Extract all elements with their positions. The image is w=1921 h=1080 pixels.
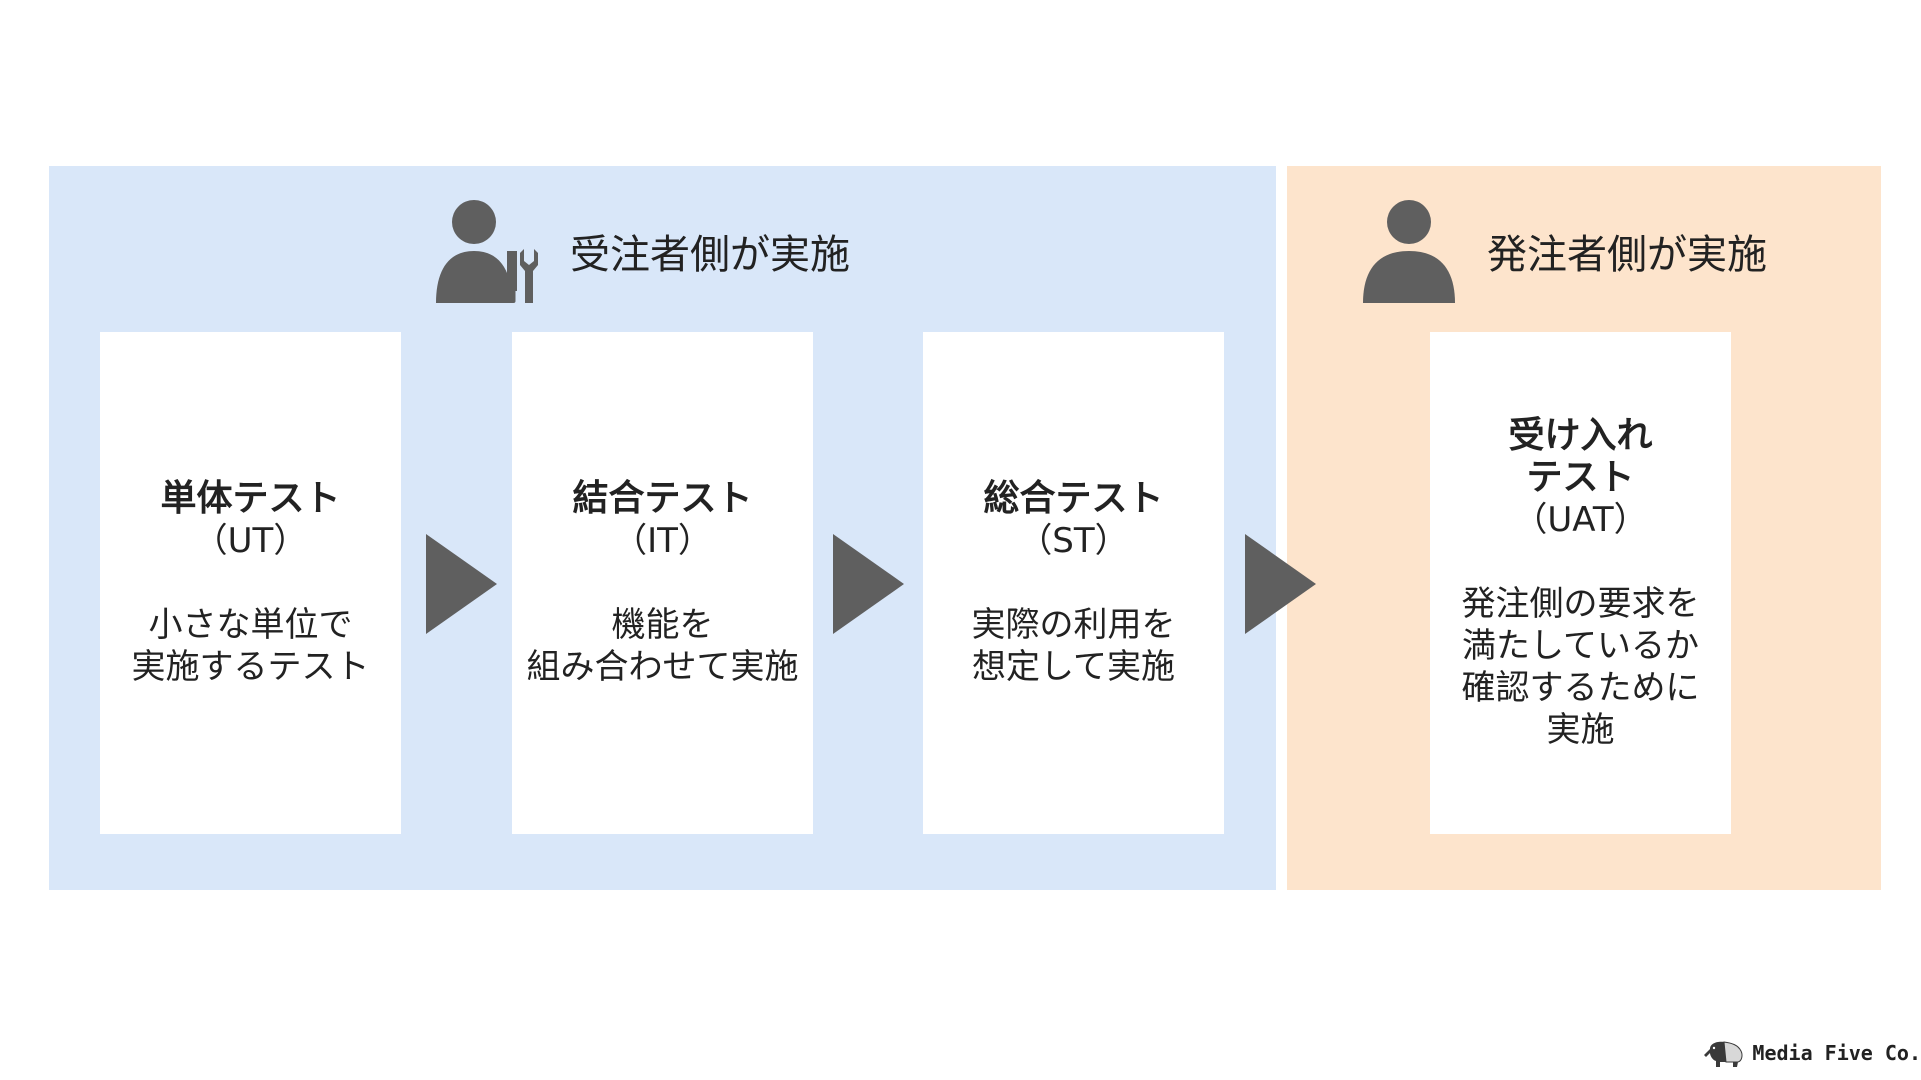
unit-test-card: 単体テスト （UT） 小さな単位で 実施するテスト: [100, 332, 401, 834]
card-title: 受け入れ テスト: [1508, 415, 1653, 498]
card-title: 単体テスト: [160, 478, 341, 519]
card-description: 小さな単位で 実施するテスト: [131, 605, 370, 687]
arrow-right-icon: [1245, 534, 1316, 634]
card-description: 実際の利用を 想定して実施: [971, 605, 1176, 687]
integration-test-card: 結合テスト （IT） 機能を 組み合わせて実施: [512, 332, 813, 834]
vendor-side-label: 受注者側が実施: [570, 232, 850, 278]
system-test-card: 総合テスト （ST） 実際の利用を 想定して実施: [923, 332, 1224, 834]
client-header: 発注者側が実施: [1361, 199, 1767, 303]
card-title: 総合テスト: [983, 478, 1164, 519]
arrow-right-icon: [833, 534, 904, 634]
logo-text: Media Five Co.: [1752, 1041, 1921, 1065]
acceptance-test-card: 受け入れ テスト （UAT） 発注側の要求を 満たしているか 確認するために 実…: [1430, 332, 1731, 834]
vendor-header: 受注者側が実施: [434, 199, 850, 303]
card-abbr: （ST）: [1018, 521, 1129, 561]
arrow-right-icon: [426, 534, 497, 634]
person-icon: [1363, 200, 1455, 303]
company-logo: Media Five Co.: [1704, 1039, 1921, 1067]
card-description: 発注側の要求を 満たしているか 確認するために 実施: [1461, 584, 1700, 750]
card-abbr: （UT）: [193, 521, 308, 561]
card-abbr: （UAT）: [1513, 500, 1648, 540]
card-abbr: （IT）: [613, 521, 712, 561]
client-side-label: 発注者側が実施: [1487, 232, 1767, 278]
card-description: 機能を 組み合わせて実施: [526, 605, 799, 687]
tapir-logo-icon: [1704, 1041, 1743, 1067]
card-title: 結合テスト: [572, 478, 753, 519]
person-with-tools-icon: [436, 200, 538, 303]
